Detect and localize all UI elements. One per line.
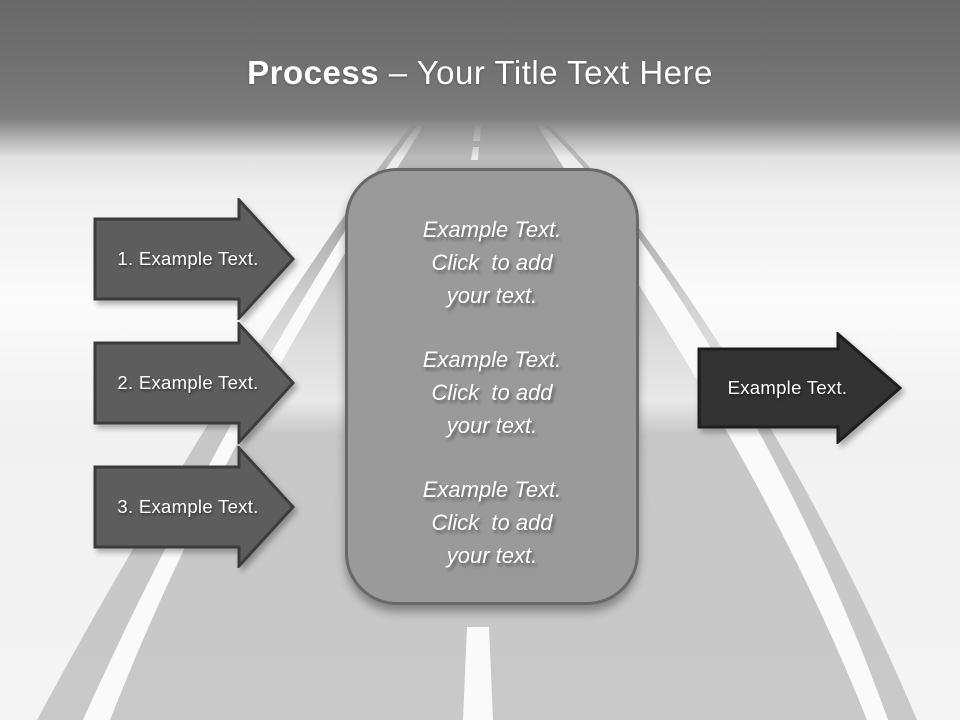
arrow-shape (697, 332, 902, 444)
arrow-shape (93, 198, 295, 320)
arrow-shape (93, 446, 295, 568)
title-text: – Your Title Text Here (379, 54, 713, 91)
title-keyword: Process (247, 54, 380, 91)
center-dash-bottom (463, 627, 493, 720)
text-block-2[interactable]: Example Text. Click to add your text. (422, 347, 562, 438)
road-right-shoulder-stripe (544, 126, 917, 720)
road-left-edge-line (83, 126, 423, 720)
center-text-panel[interactable]: Example Text. Click to add your text. Ex… (345, 168, 639, 605)
arrow-shape (93, 322, 295, 444)
text-block-3[interactable]: Example Text. Click to add your text. (422, 477, 562, 568)
arrow-label: Example Text. (727, 377, 848, 398)
road-right-edge-line (538, 126, 888, 720)
process-arrow-2[interactable]: 2. Example Text. (93, 322, 295, 444)
text-block-1[interactable]: Example Text. Click to add your text. (422, 217, 562, 308)
arrow-label: 3. Example Text. (117, 496, 259, 517)
arrow-label: 2. Example Text. (117, 372, 259, 393)
arrow-label: 1. Example Text. (117, 248, 259, 269)
page-title[interactable]: Process – Your Title Text Here (0, 54, 960, 92)
process-arrow-1[interactable]: 1. Example Text. (93, 198, 295, 320)
process-arrow-3[interactable]: 3. Example Text. (93, 446, 295, 568)
header-band (0, 0, 960, 200)
result-arrow[interactable]: Example Text. (697, 332, 902, 444)
